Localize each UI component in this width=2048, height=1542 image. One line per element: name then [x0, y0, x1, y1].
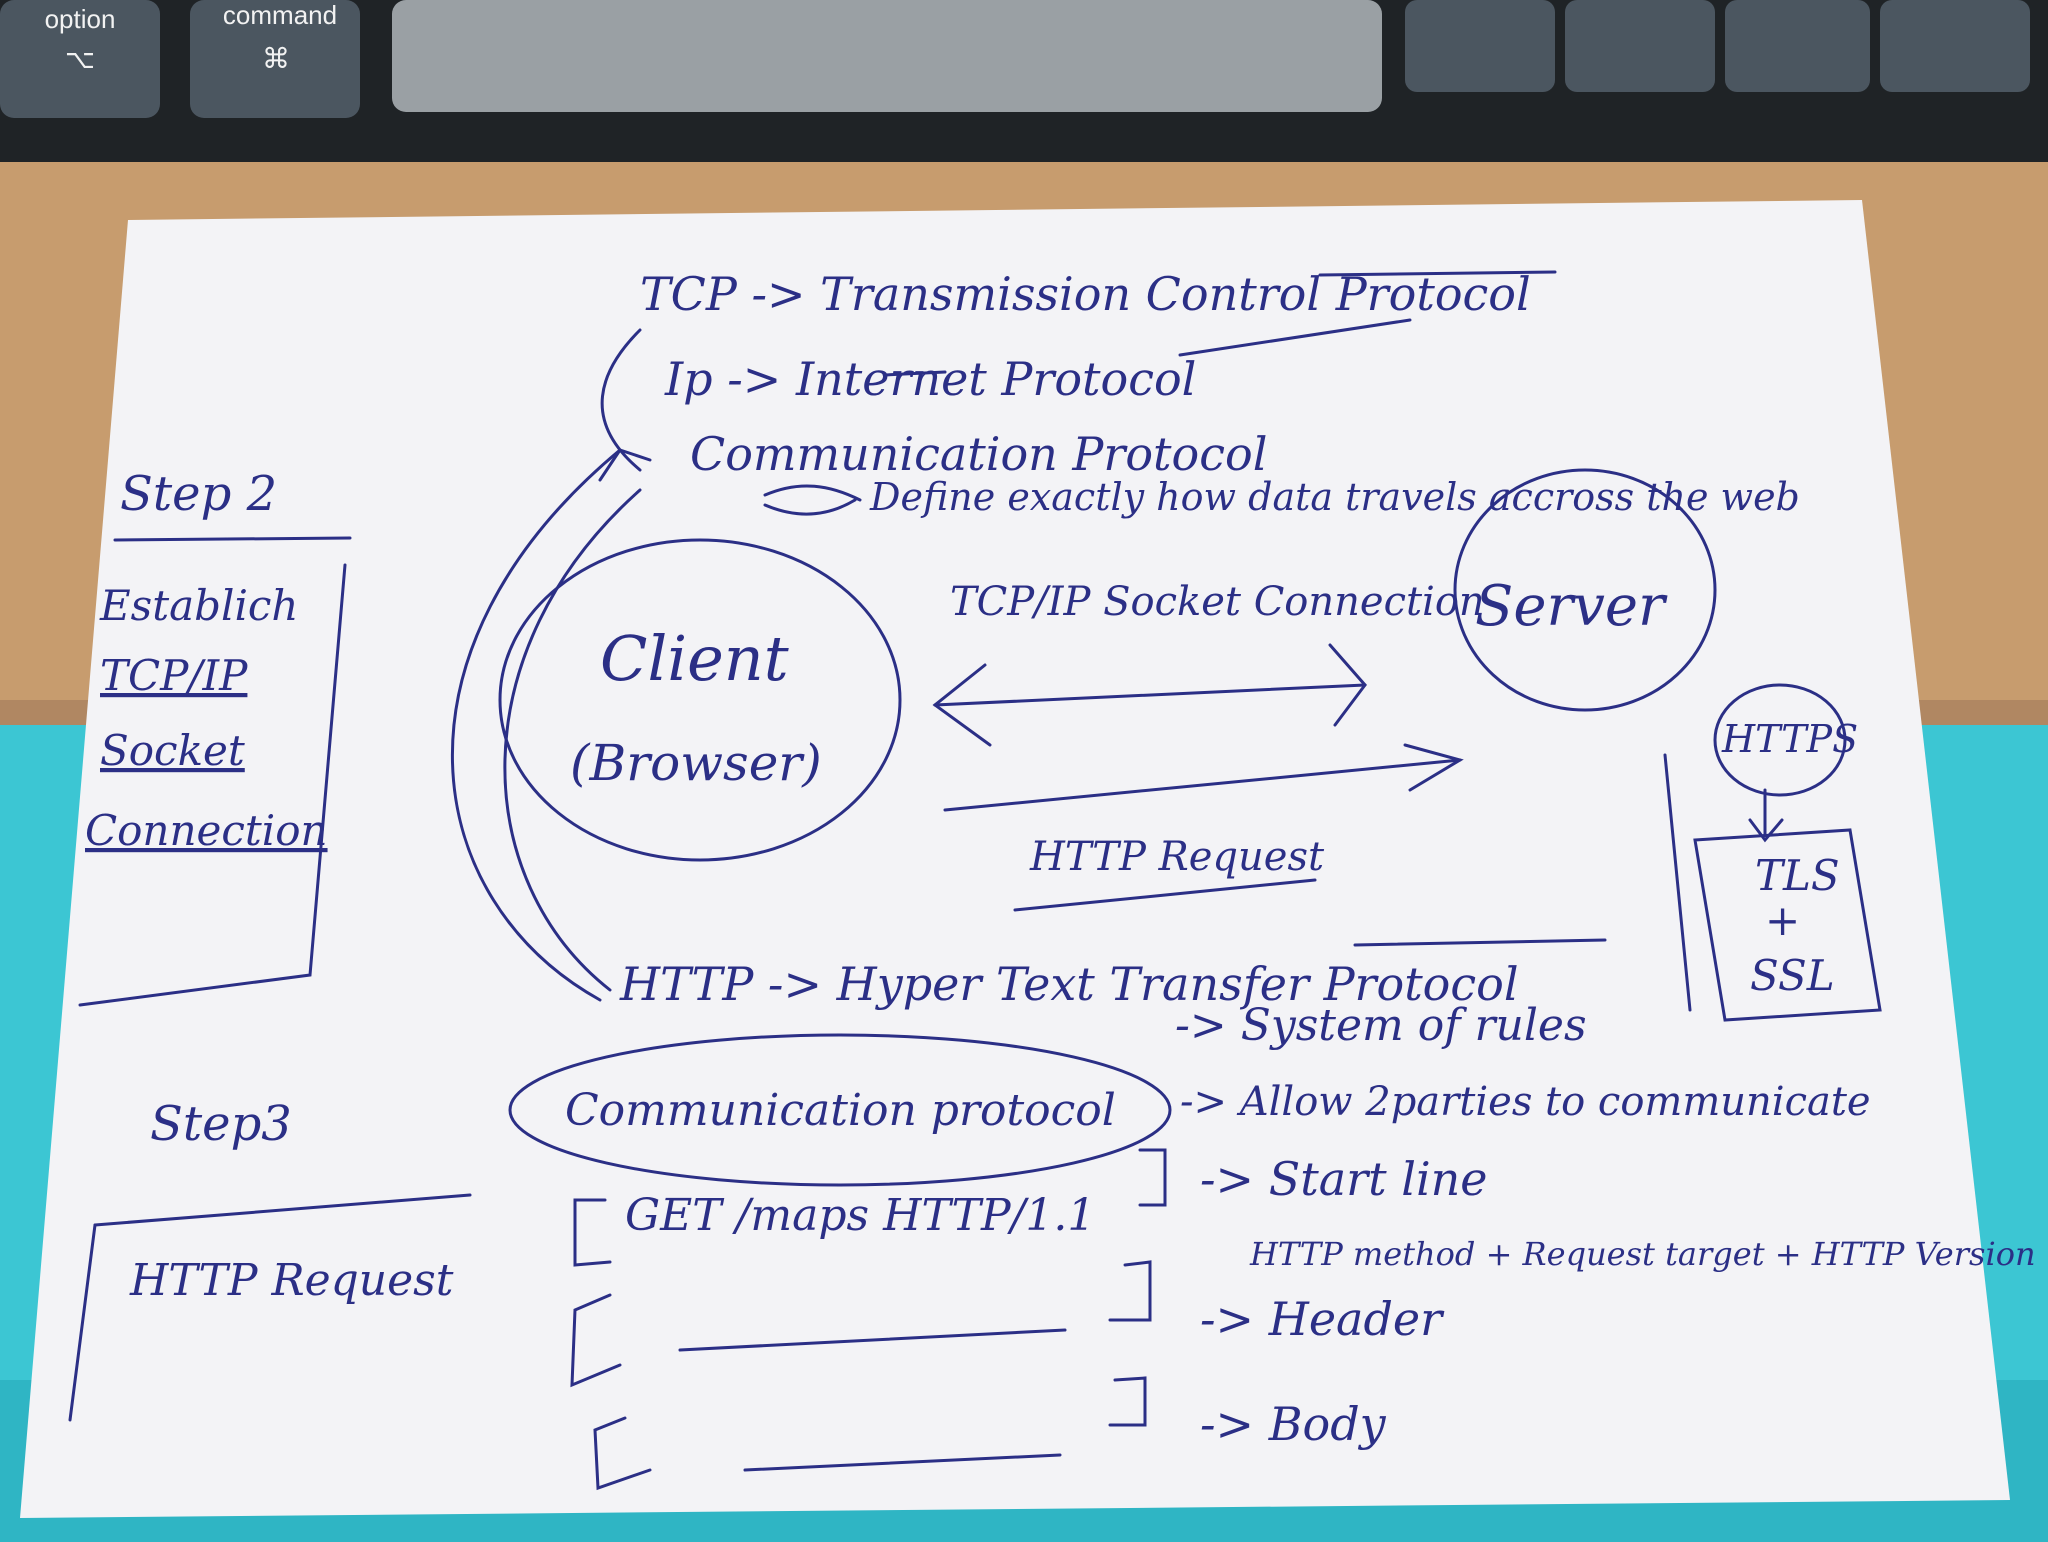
comm-protocol-oval	[508, 1033, 1172, 1187]
loop-arrow	[451, 448, 622, 1002]
https-down-arrow	[1748, 788, 1784, 843]
tls-line-1: TLS	[1755, 851, 1840, 900]
tls-line-2: +	[1765, 896, 1800, 945]
ink-strokes	[68, 270, 1882, 1491]
start-line-bracket-right	[1138, 1148, 1167, 1207]
step2-line-4: Connection	[85, 806, 328, 855]
spacebar-key	[392, 0, 1382, 112]
socket-arrow-line	[933, 683, 1367, 707]
tcp-definition: TCP -> Transmission Control Protocol	[640, 267, 1531, 321]
client-label: Client	[600, 622, 789, 695]
comm-protocol-oval-label: Communication protocol	[565, 1085, 1116, 1136]
step2-bracket	[78, 563, 347, 1007]
step3-box-left	[68, 1223, 97, 1422]
allow-parties: -> Allow 2parties to communicate	[1180, 1079, 1871, 1125]
underline-protocol-tcp	[1318, 270, 1557, 277]
http-request-box-label: HTTP Request	[129, 1255, 454, 1306]
option-key	[0, 0, 160, 118]
option-symbol-icon: ⌥	[65, 44, 95, 74]
communication-protocol-heading: Communication Protocol	[690, 427, 1267, 481]
header-blank-line	[678, 1328, 1067, 1352]
underline-protocol-ip	[1178, 318, 1412, 357]
header-bracket-left	[570, 1293, 622, 1388]
request-underline	[1013, 878, 1317, 912]
arrow-key-2	[1565, 0, 1715, 92]
socket-arrow-head-left	[932, 663, 992, 747]
header-bracket-right	[1108, 1260, 1152, 1322]
body-blank-line	[743, 1453, 1062, 1472]
header-label: -> Header	[1200, 1292, 1445, 1346]
paper-sheet	[20, 200, 2010, 1518]
client-sublabel: (Browser)	[570, 734, 822, 792]
start-line-label: -> Start line	[1200, 1152, 1488, 1206]
arrow-key-1	[1405, 0, 1555, 92]
underline-protocol-http	[1353, 938, 1607, 947]
https-label: HTTPS	[1721, 717, 1858, 761]
body-bracket-left	[593, 1416, 652, 1491]
http-request-arrow-label: HTTP Request	[1029, 834, 1325, 880]
http-definition: HTTP -> Hyper Text Transfer Protocol	[619, 957, 1519, 1011]
start-line-bracket-left	[573, 1198, 612, 1267]
loop-arrowhead	[598, 448, 652, 482]
step2-title: Step 2	[120, 466, 277, 522]
step2-underline	[113, 536, 352, 542]
client-circle	[498, 538, 902, 862]
start-line-detail: HTTP method + Request target + HTTP Vers…	[1249, 1235, 2036, 1273]
command-key	[190, 0, 360, 118]
arrow-key-3	[1725, 0, 1870, 92]
body-bracket-right	[1108, 1376, 1147, 1427]
request-arrow-head	[1403, 743, 1464, 792]
server-label: Server	[1475, 574, 1668, 639]
body-label: -> Body	[1200, 1397, 1387, 1451]
define-arrow	[763, 484, 862, 516]
step2-line-1: Establich	[99, 581, 298, 630]
server-circle	[1453, 468, 1717, 712]
socket-arrow-head-right	[1328, 643, 1367, 727]
loop-arrow-inner	[503, 488, 642, 992]
request-arrow-line	[943, 758, 1462, 812]
system-of-rules: -> System of rules	[1175, 1000, 1587, 1051]
underline-i-ip	[883, 370, 947, 377]
step2-line-2: TCP/IP	[100, 651, 248, 700]
command-symbol-icon: ⌘	[262, 43, 290, 74]
arrow-key-4	[1880, 0, 2030, 92]
tls-box	[1693, 828, 1882, 1022]
start-line-content: GET /maps HTTP/1.1	[625, 1190, 1095, 1241]
socket-connection-label: TCP/IP Socket Connection	[950, 579, 1485, 625]
option-key-label: option	[45, 4, 116, 34]
step2-line-3: Socket	[100, 726, 245, 775]
tcp-branch	[600, 328, 642, 472]
tls-line-3: SSL	[1750, 951, 1835, 1000]
define-text: Define exactly how data travels accross …	[869, 475, 1800, 519]
step3-title: Step3	[150, 1096, 292, 1152]
server-side-line	[1663, 753, 1692, 1012]
step3-box-top	[93, 1193, 472, 1227]
https-circle	[1713, 683, 1847, 797]
command-key-label: command	[223, 0, 337, 30]
ip-definition: Ip -> Internet Protocol	[664, 352, 1196, 406]
